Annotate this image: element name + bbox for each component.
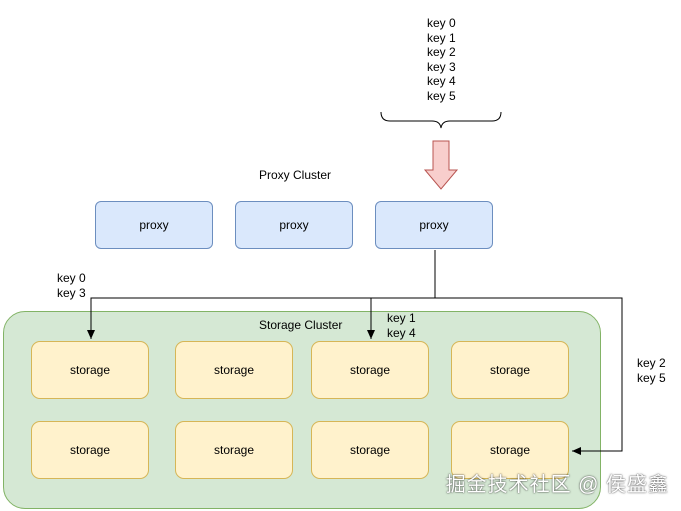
route-label-key2-key5: key 2 key 5 <box>637 356 666 385</box>
proxy-node: proxy <box>95 201 213 249</box>
incoming-key: key 2 <box>427 45 456 59</box>
proxy-cluster-title: Proxy Cluster <box>259 168 332 182</box>
incoming-key-list: key 0 key 1 key 2 key 3 key 4 key 5 <box>427 16 456 103</box>
storage-cluster-title: Storage Cluster <box>259 318 343 332</box>
key-group-brace <box>380 111 502 129</box>
route-label-key1-key4: key 1 key 4 <box>387 311 416 340</box>
storage-node: storage <box>451 421 569 479</box>
incoming-key: key 1 <box>427 30 456 45</box>
storage-node: storage <box>451 341 569 399</box>
proxy-node: proxy <box>375 201 493 249</box>
storage-node: storage <box>175 341 293 399</box>
proxy-node: proxy <box>235 201 353 249</box>
incoming-key: key 3 <box>427 59 456 74</box>
incoming-key: key 0 <box>427 16 456 30</box>
route-arrow-key0-key3 <box>87 297 435 339</box>
storage-node: storage <box>175 421 293 479</box>
request-flow-arrow <box>423 140 459 190</box>
route-arrow-key2-key5 <box>435 297 623 455</box>
storage-node: storage <box>311 341 429 399</box>
storage-node: storage <box>31 421 149 479</box>
incoming-key: key 4 <box>427 74 456 88</box>
watermark-text: 掘金技术社区 @ 侯盛鑫 <box>445 474 669 496</box>
route-label-key0-key3: key 0 key 3 <box>57 271 86 300</box>
storage-node: storage <box>311 421 429 479</box>
storage-node: storage <box>31 341 149 399</box>
incoming-key: key 5 <box>427 88 456 103</box>
